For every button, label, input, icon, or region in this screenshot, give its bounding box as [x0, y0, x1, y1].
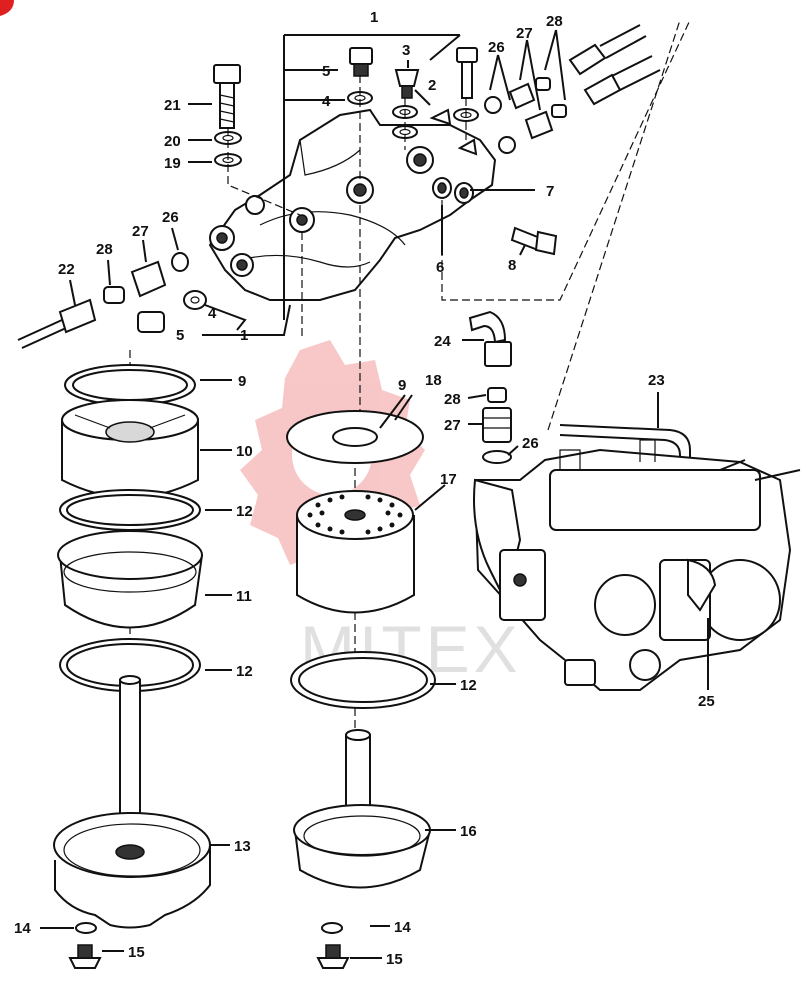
callout-12-top-left: 12 [236, 503, 253, 520]
drain-plug-15-middle [316, 944, 350, 969]
union-27-right [482, 407, 512, 443]
bolt-top-right [456, 47, 478, 99]
bolt-21 [213, 64, 241, 129]
bleed-screw-3 [394, 69, 420, 99]
washer-28-right [487, 387, 507, 403]
o-ring-12-bottom-left [59, 638, 201, 692]
base-13 [53, 812, 211, 929]
callout-7: 7 [546, 183, 554, 200]
callout-15-left: 15 [128, 944, 145, 961]
pipe-24-fitting [468, 310, 512, 367]
bolt-8 [510, 226, 558, 256]
corner-mark [0, 0, 14, 16]
seal-6 [432, 177, 452, 199]
bowl-11 [57, 530, 203, 629]
sediment-bowl-10 [61, 399, 199, 499]
callout-6: 6 [436, 259, 444, 276]
callout-2: 2 [428, 77, 436, 94]
washer-14-left [75, 922, 97, 934]
callout-24: 24 [434, 333, 451, 350]
seal-7 [454, 182, 474, 204]
plug-5-top [349, 47, 373, 77]
seal-ring-9-middle [286, 410, 424, 464]
callout-26-right: 26 [522, 435, 539, 452]
left-fittings [17, 252, 207, 349]
callout-4-left: 4 [208, 305, 217, 322]
callout-1-top: 1 [370, 9, 378, 26]
o-ring-12-middle [290, 651, 436, 709]
callout-9-middle: 9 [398, 377, 406, 394]
seal-ring-9-left [64, 364, 196, 406]
callout-27-left: 27 [132, 223, 149, 240]
callout-26-left: 26 [162, 209, 179, 226]
callout-13: 13 [234, 838, 251, 855]
callout-16: 16 [460, 823, 477, 840]
callout-19: 19 [164, 155, 181, 172]
callout-26-top: 26 [488, 39, 505, 56]
callout-5-left: 5 [176, 327, 184, 344]
callout-11: 11 [236, 588, 252, 605]
injection-pump-body [473, 439, 801, 691]
callout-23: 23 [648, 372, 665, 389]
callout-1-left: 1 [240, 327, 248, 344]
callout-25: 25 [698, 693, 715, 710]
callout-numbers: 1 1 2 3 4 4 5 5 6 7 8 9 9 10 11 12 12 12… [14, 9, 715, 968]
callout-9-left: 9 [238, 373, 246, 390]
callout-14-middle: 14 [394, 919, 411, 936]
callout-18: 18 [425, 372, 442, 389]
leader-lines [40, 29, 709, 959]
base-16 [293, 804, 431, 889]
drain-plug-15-left [68, 944, 102, 969]
o-ring-12-top-left [59, 489, 201, 531]
callout-15-middle: 15 [386, 951, 403, 968]
filter-head-casting [208, 108, 497, 301]
filter-element-17 [296, 490, 415, 614]
callout-20: 20 [164, 133, 181, 150]
callout-8: 8 [508, 257, 516, 274]
pipe-23 [559, 424, 691, 560]
top-right-fittings [484, 24, 661, 154]
callout-27-top: 27 [516, 25, 533, 42]
callout-22: 22 [58, 261, 75, 278]
callout-4-top: 4 [322, 93, 331, 110]
callout-12-middle: 12 [460, 677, 477, 694]
callout-21: 21 [164, 97, 181, 114]
callout-27-right: 27 [444, 417, 461, 434]
callout-10: 10 [236, 443, 253, 460]
washer-14-middle [321, 922, 343, 934]
callout-28-top: 28 [546, 13, 563, 30]
callout-28-left: 28 [96, 241, 113, 258]
seal-26-right [482, 450, 512, 464]
callout-28-right: 28 [444, 391, 461, 408]
callout-14-left: 14 [14, 920, 31, 937]
callout-3: 3 [402, 42, 410, 59]
callout-17: 17 [440, 471, 457, 488]
callout-5-top: 5 [322, 63, 330, 80]
callout-12-bottom-left: 12 [236, 663, 253, 680]
